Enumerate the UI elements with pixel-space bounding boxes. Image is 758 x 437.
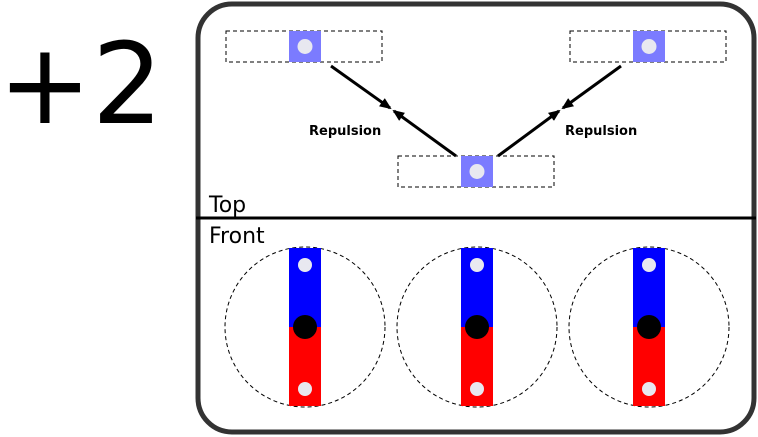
repulsion-arrow-right-up xyxy=(497,109,561,158)
magnet-dot-top xyxy=(470,258,484,272)
front-magnet-3 xyxy=(568,246,730,408)
top-magnet-center xyxy=(397,155,555,188)
front-view-label: Front xyxy=(209,224,265,249)
magnet-dot-bottom xyxy=(298,382,312,396)
front-magnet-2 xyxy=(396,246,558,408)
magnet-dot xyxy=(641,39,657,54)
top-magnet-right xyxy=(569,30,727,63)
charge-label: +2 xyxy=(0,20,163,150)
repulsion-arrow-left-down xyxy=(330,64,392,110)
repulsion-label-right: Repulsion xyxy=(565,124,637,139)
magnet-dot-bottom xyxy=(470,382,484,396)
top-magnet-left xyxy=(225,30,383,63)
rotation-circle xyxy=(396,246,558,408)
front-magnet-1 xyxy=(224,246,386,408)
rotation-circle xyxy=(224,246,386,408)
magnet-dot-top xyxy=(298,258,312,272)
pivot xyxy=(293,315,317,339)
repulsion-label-left: Repulsion xyxy=(309,124,381,139)
magnet-dot-top xyxy=(642,258,656,272)
rotation-circle xyxy=(568,246,730,408)
pivot xyxy=(465,315,489,339)
magnet-dot xyxy=(297,39,313,54)
pivot xyxy=(637,315,661,339)
repulsion-arrow-left-up xyxy=(392,109,457,158)
top-view-label: Top xyxy=(208,193,246,218)
magnet-dot xyxy=(469,164,485,179)
repulsion-arrow-right-down xyxy=(561,64,622,110)
front-view xyxy=(224,246,730,408)
top-view: Repulsion Repulsion xyxy=(225,30,727,188)
magnet-dot-bottom xyxy=(642,382,656,396)
